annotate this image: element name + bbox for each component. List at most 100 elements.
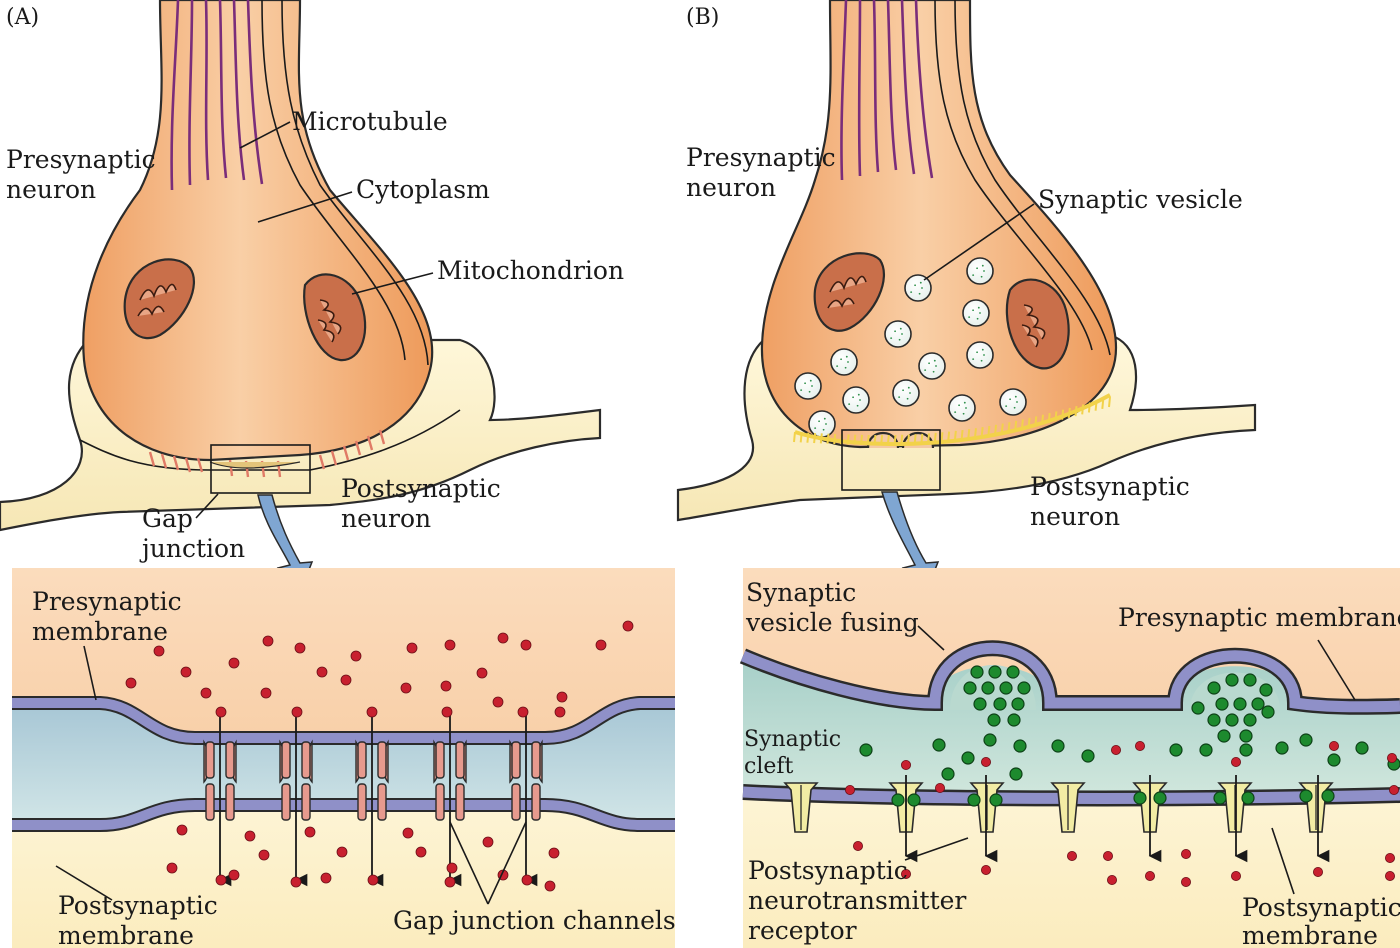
ion bbox=[366, 706, 378, 718]
neurotransmitter bbox=[859, 743, 873, 757]
neurotransmitter bbox=[993, 697, 1007, 711]
ion bbox=[440, 680, 452, 692]
neurotransmitter bbox=[967, 793, 981, 807]
neurotransmitter bbox=[999, 681, 1013, 695]
panel-a-zoom: Presynaptic membrane Postsynaptic membra… bbox=[12, 568, 676, 948]
ion bbox=[622, 620, 634, 632]
neurotransmitter bbox=[1299, 789, 1313, 803]
neurotransmitter bbox=[932, 738, 946, 752]
ion bbox=[1107, 875, 1118, 886]
ion bbox=[215, 706, 227, 718]
synaptic-vesicle bbox=[966, 341, 994, 369]
neurotransmitter bbox=[1243, 673, 1257, 687]
neurotransmitter bbox=[987, 713, 1001, 727]
neurotransmitter bbox=[1169, 743, 1183, 757]
ion bbox=[406, 642, 418, 654]
label-presynaptic-neuron-a-2: neuron bbox=[6, 175, 96, 204]
ion bbox=[153, 645, 165, 657]
neurotransmitter bbox=[1225, 713, 1239, 727]
gap-junction-channels-group bbox=[203, 712, 543, 887]
ion bbox=[400, 682, 412, 694]
ion bbox=[1181, 849, 1192, 860]
neurotransmitter bbox=[1081, 749, 1095, 763]
ion bbox=[981, 757, 992, 768]
label-presynaptic-membrane-a-2: membrane bbox=[32, 617, 168, 646]
ion bbox=[1329, 741, 1340, 752]
ion bbox=[1231, 871, 1242, 882]
label-postsynaptic-neuron-a-2: neuron bbox=[341, 504, 431, 533]
label-synaptic-cleft-1: Synaptic bbox=[744, 727, 841, 752]
synaptic-vesicle bbox=[842, 386, 870, 414]
ion bbox=[367, 874, 379, 886]
ion bbox=[228, 869, 240, 881]
label-microtubule: Microtubule bbox=[292, 107, 448, 136]
gap-junction-channel bbox=[355, 712, 389, 887]
ion bbox=[290, 876, 302, 888]
synaptic-vesicle bbox=[962, 299, 990, 327]
synaptic-vesicle bbox=[808, 410, 836, 438]
ion bbox=[1231, 757, 1242, 768]
ion bbox=[350, 650, 362, 662]
ion bbox=[521, 874, 533, 886]
neurotransmitter bbox=[1199, 743, 1213, 757]
synaptic-vesicle bbox=[830, 348, 858, 376]
ion bbox=[548, 847, 560, 859]
ion bbox=[228, 657, 240, 669]
neurotransmitter bbox=[1009, 767, 1023, 781]
panel-a-letter: (A) bbox=[6, 5, 39, 30]
label-postsynaptic-membrane-b-1: Postsynaptic bbox=[1242, 893, 1400, 922]
label-gap-junction-channels: Gap junction channels bbox=[393, 906, 676, 935]
neurotransmitter bbox=[1233, 697, 1247, 711]
ion bbox=[1387, 753, 1398, 764]
ion bbox=[291, 706, 303, 718]
neurotransmitter bbox=[907, 793, 921, 807]
zoom-box-a bbox=[210, 444, 311, 494]
ion bbox=[444, 639, 456, 651]
mitochondrion-b-right bbox=[1005, 278, 1070, 370]
gap-junction-channel bbox=[433, 712, 467, 887]
neurotransmitter bbox=[1207, 713, 1221, 727]
ion bbox=[262, 635, 274, 647]
neurotransmitter bbox=[1299, 733, 1313, 747]
label-presynaptic-neuron-b-1: Presynaptic bbox=[686, 143, 836, 172]
label-receptor-1: Postsynaptic bbox=[748, 856, 908, 885]
neurotransmitter bbox=[1275, 741, 1289, 755]
neurotransmitter bbox=[1013, 739, 1027, 753]
label-postsynaptic-neuron-b-1: Postsynaptic bbox=[1030, 472, 1190, 501]
label-gap-junction-1: Gap bbox=[142, 504, 193, 533]
neurotransmitter bbox=[1051, 739, 1065, 753]
ion bbox=[336, 846, 348, 858]
ions-group-b bbox=[845, 741, 1400, 888]
synaptic-vesicle bbox=[904, 274, 932, 302]
ion bbox=[497, 632, 509, 644]
neurotransmitter bbox=[1133, 791, 1147, 805]
gap-junction-channel bbox=[203, 712, 237, 887]
ion bbox=[176, 824, 188, 836]
neurotransmitter bbox=[1259, 683, 1273, 697]
neurotransmitter bbox=[1007, 713, 1021, 727]
gap-junction-channel bbox=[279, 712, 313, 887]
neurotransmitter bbox=[891, 793, 905, 807]
ion bbox=[244, 830, 256, 842]
neurotransmitter bbox=[1191, 701, 1205, 715]
neurotransmitter bbox=[1243, 713, 1257, 727]
neurotransmitter bbox=[1355, 741, 1369, 755]
label-synaptic-vesicle-fusing-1: Synaptic bbox=[746, 578, 856, 607]
neurotransmitter bbox=[1225, 673, 1239, 687]
neurotransmitter bbox=[1251, 697, 1265, 711]
ion bbox=[444, 876, 456, 888]
ion bbox=[294, 642, 306, 654]
mitochondrion-a-right bbox=[303, 273, 367, 362]
ion bbox=[595, 639, 607, 651]
neurotransmitter bbox=[1153, 791, 1167, 805]
ion bbox=[901, 869, 912, 880]
neurotransmitter bbox=[1321, 789, 1335, 803]
ion bbox=[556, 691, 568, 703]
ion bbox=[482, 836, 494, 848]
ion bbox=[981, 865, 992, 876]
label-cytoplasm: Cytoplasm bbox=[356, 175, 490, 204]
ion bbox=[476, 667, 488, 679]
neurotransmitter bbox=[1006, 665, 1020, 679]
label-synaptic-vesicle: Synaptic vesicle bbox=[1038, 185, 1243, 214]
